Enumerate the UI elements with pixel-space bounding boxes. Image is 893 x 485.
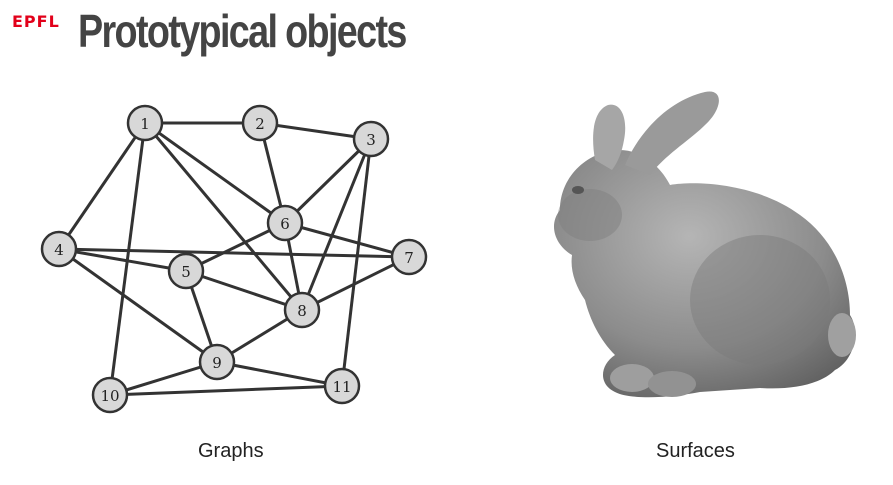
graph-node-label: 7 (404, 249, 414, 267)
graph-node-circle (323, 367, 361, 405)
graph-node-circle (91, 376, 129, 414)
graph-edge-3-11 (340, 138, 373, 387)
graph-diagram: 1 2 3 4 5 6 7 8 9 10 11 (40, 104, 428, 414)
graph-edge-9-11 (216, 360, 343, 388)
graph-node-label: 3 (366, 131, 376, 149)
graph-nodes: 1 2 3 4 5 6 7 8 9 10 11 (40, 104, 428, 414)
bunny-paw (648, 371, 696, 397)
graph-node-label: 4 (54, 241, 64, 259)
graph-node-11: 11 (323, 367, 361, 405)
bunny-tail (828, 313, 856, 357)
graph-node-circle (352, 120, 390, 158)
graph-node-circle (198, 343, 236, 381)
graph-edge-1-8 (143, 122, 304, 311)
graph-node-circle (390, 238, 428, 276)
graph-edge-1-4 (57, 122, 147, 250)
graph-node-7: 7 (390, 238, 428, 276)
graph-node-label: 9 (212, 354, 222, 372)
slide-title: Prototypical objects (78, 5, 407, 57)
graph-node-label: 10 (100, 387, 119, 405)
graph-node-2: 2 (241, 104, 279, 142)
epfl-logo: EPFL (12, 12, 60, 31)
graph-node-label: 11 (332, 378, 351, 396)
graph-node-8: 8 (283, 291, 321, 329)
graph-node-1: 1 (126, 104, 164, 142)
graph-edge-3-8 (300, 138, 373, 311)
bunny-haunch (690, 235, 830, 365)
graph-edge-4-9 (58, 247, 218, 364)
bunny-body (553, 150, 855, 398)
graph-edge-4-5 (58, 247, 187, 273)
bunny-paw (610, 364, 654, 392)
graph-node-circle (167, 252, 205, 290)
bunny-ear-front (593, 104, 626, 170)
graph-edge-2-3 (259, 121, 372, 141)
graph-node-circle (266, 204, 304, 242)
graph-edge-1-6 (144, 121, 286, 225)
graph-node-circle (283, 291, 321, 329)
graph-node-5: 5 (167, 252, 205, 290)
graph-node-label: 8 (297, 302, 307, 320)
graph-edge-5-8 (185, 269, 303, 312)
bunny-cheek (558, 189, 622, 241)
graph-node-label: 1 (140, 115, 150, 133)
graph-edge-5-6 (185, 221, 286, 273)
graph-node-4: 4 (40, 230, 78, 268)
graph-node-circle (126, 104, 164, 142)
graph-edge-3-6 (283, 137, 373, 225)
graph-node-10: 10 (91, 376, 129, 414)
graph-edge-6-7 (284, 221, 410, 259)
bunny-eye (572, 186, 584, 194)
graph-edge-1-10 (108, 122, 147, 396)
graph-node-circle (40, 230, 78, 268)
graph-edge-4-7 (58, 247, 410, 259)
graph-node-3: 3 (352, 120, 390, 158)
surfaces-caption: Surfaces (656, 440, 735, 462)
graph-node-circle (241, 104, 279, 142)
graph-node-label: 2 (255, 115, 265, 133)
graph-node-9: 9 (198, 343, 236, 381)
graph-node-6: 6 (266, 204, 304, 242)
bunny-surface-image (553, 91, 856, 398)
graph-edge-7-8 (301, 255, 410, 312)
graph-node-label: 6 (280, 215, 290, 233)
graphs-caption: Graphs (198, 440, 264, 462)
graph-edge-10-11 (109, 384, 343, 397)
graph-edges (57, 121, 410, 397)
graph-node-label: 5 (181, 263, 191, 281)
bunny-ear-back (625, 91, 719, 175)
graph-edge-9-10 (109, 360, 218, 397)
